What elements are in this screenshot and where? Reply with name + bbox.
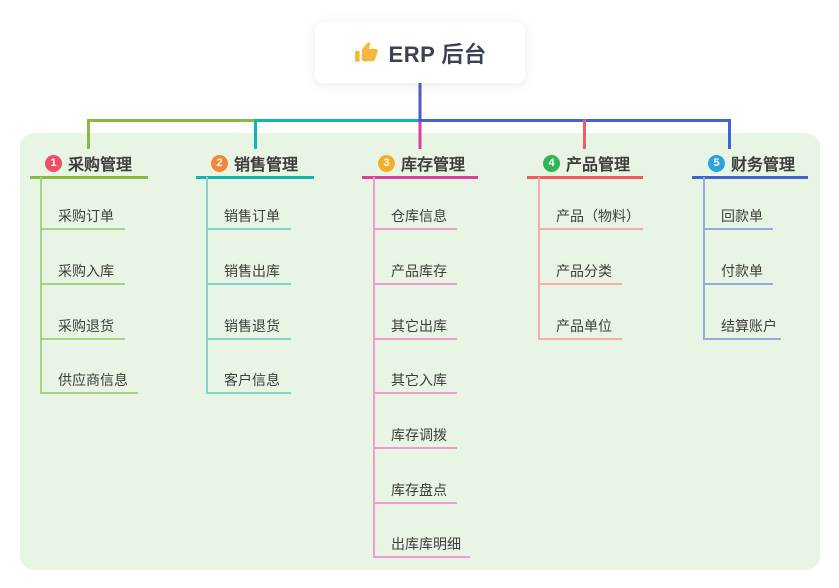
branch-label: 采购管理 <box>68 157 133 174</box>
child-node[interactable]: 采购退货 <box>58 318 114 334</box>
branch-number-badge: 2 <box>211 154 228 172</box>
child-node[interactable]: 产品单位 <box>556 318 612 334</box>
child-node[interactable]: 其它入库 <box>391 372 447 388</box>
branches-background-panel <box>20 133 820 570</box>
branch-node-finance[interactable]: 5 财务管理 <box>708 151 795 175</box>
branch-number-badge: 4 <box>543 154 560 172</box>
child-node[interactable]: 结算账户 <box>721 318 777 334</box>
branch-node-sales[interactable]: 2 销售管理 <box>211 151 298 175</box>
child-node[interactable]: 产品库存 <box>391 263 447 279</box>
child-node[interactable]: 销售出库 <box>224 263 280 279</box>
child-node[interactable]: 库存调拨 <box>391 427 447 443</box>
child-node[interactable]: 客户信息 <box>224 372 280 388</box>
root-title: ERP 后台 <box>388 41 487 67</box>
branch-node-product[interactable]: 4 产品管理 <box>543 151 630 175</box>
child-node[interactable]: 销售订单 <box>224 208 280 224</box>
branch-label: 库存管理 <box>401 157 466 174</box>
branch-number-badge: 5 <box>708 154 725 172</box>
thumbs-up-icon <box>354 40 380 66</box>
child-node[interactable]: 销售退货 <box>224 318 280 334</box>
branch-node-purchase[interactable]: 1 采购管理 <box>45 151 132 175</box>
root-node[interactable]: ERP 后台 <box>315 22 525 83</box>
child-node[interactable]: 出库库明细 <box>391 536 461 552</box>
child-node[interactable]: 采购入库 <box>58 263 114 279</box>
child-node[interactable]: 产品（物料） <box>556 208 640 224</box>
child-node[interactable]: 其它出库 <box>391 318 447 334</box>
child-node[interactable]: 库存盘点 <box>391 482 447 498</box>
child-node[interactable]: 付款单 <box>721 263 763 279</box>
child-node[interactable]: 供应商信息 <box>58 372 128 388</box>
child-node[interactable]: 产品分类 <box>556 263 612 279</box>
branch-node-inventory[interactable]: 3 库存管理 <box>378 151 465 175</box>
branch-label: 销售管理 <box>234 157 299 174</box>
child-node[interactable]: 仓库信息 <box>391 208 447 224</box>
branch-label: 财务管理 <box>731 157 796 174</box>
branch-number-badge: 3 <box>378 154 395 172</box>
branch-number-badge: 1 <box>45 154 62 172</box>
child-node[interactable]: 采购订单 <box>58 208 114 224</box>
branch-label: 产品管理 <box>566 157 631 174</box>
child-node[interactable]: 回款单 <box>721 208 763 224</box>
